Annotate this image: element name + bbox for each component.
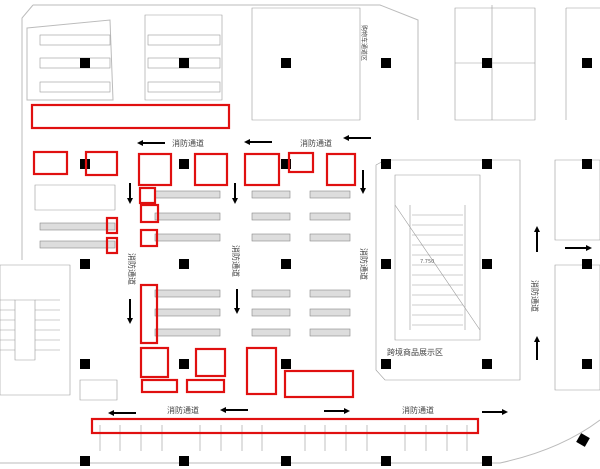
highlight-box <box>84 150 119 177</box>
fire-lane-label: 消防通道 <box>359 248 369 280</box>
highlight-box <box>138 186 157 205</box>
stairwell <box>0 299 60 351</box>
highlight-box <box>193 152 229 187</box>
fire-lane-label: 消防通道 <box>300 138 332 148</box>
highlight-box <box>90 417 480 435</box>
highlight-box <box>139 346 170 379</box>
fire-lane-label: 消防通道 <box>127 253 137 285</box>
fire-lane-label: 消防通道 <box>530 280 540 312</box>
highlight-box <box>137 152 173 187</box>
shelves <box>39 34 351 337</box>
walls <box>0 4 600 464</box>
fire-lane-label: 消防通道 <box>231 245 241 277</box>
highlight-box <box>245 346 278 396</box>
highlight-box <box>185 378 226 394</box>
highlight-box <box>30 103 231 130</box>
highlight-box <box>105 236 119 255</box>
highlight-box <box>194 347 227 378</box>
checkout-lanes <box>99 425 468 451</box>
highlight-box <box>283 369 355 399</box>
structural-columns <box>80 58 592 466</box>
highlighted-areas <box>30 103 480 435</box>
direction-arrows <box>108 135 592 416</box>
highlight-box <box>140 378 179 394</box>
highlight-box <box>243 152 281 187</box>
highlight-box <box>287 151 315 174</box>
highlight-box <box>139 228 159 248</box>
highlight-box <box>325 152 357 187</box>
highlight-box <box>105 216 119 235</box>
cross-border-display-label: 跨境商品展示区 <box>387 347 443 357</box>
labels: 消防通道 消防通道 消防通道 消防通道 消防通道 消防通道 消防通道 消防通道 … <box>127 25 540 415</box>
highlight-box <box>139 283 159 345</box>
fire-lane-label: 消防通道 <box>167 405 199 415</box>
escalator <box>394 204 481 331</box>
elevation-label: 7.750 <box>420 259 434 265</box>
fire-lane-label: 消防通道 <box>402 405 434 415</box>
cart-area-label: 购物车通道区 <box>360 25 368 61</box>
highlight-box <box>32 150 69 176</box>
fire-lane-label: 消防通道 <box>172 138 204 148</box>
highlight-box <box>139 203 160 224</box>
